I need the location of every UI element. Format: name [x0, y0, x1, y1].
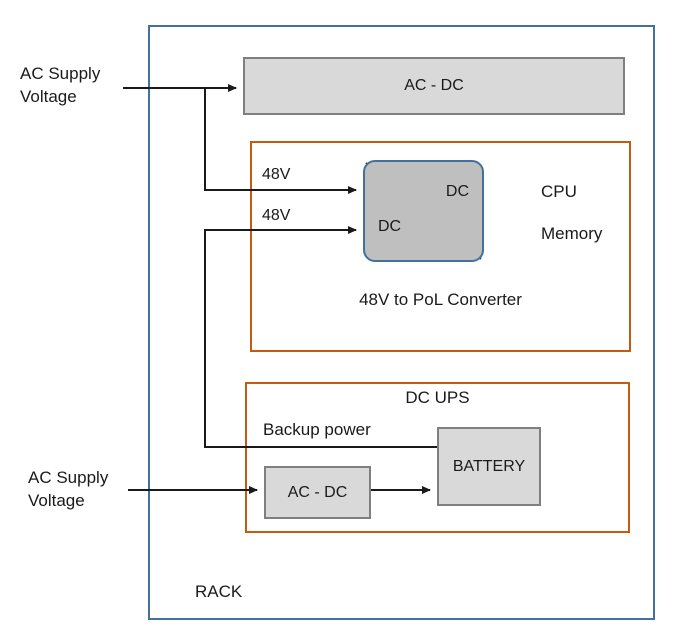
dc-dc-converter-block: DC DC — [363, 160, 484, 262]
rack-label: RACK — [195, 582, 243, 601]
ac-dc-main-label: AC - DC — [404, 77, 464, 94]
ac-supply-top-line1: AC Supply — [20, 64, 101, 83]
rack-frame — [148, 25, 655, 620]
ac-supply-bottom-line1: AC Supply — [28, 468, 109, 487]
ac-supply-top-line2: Voltage — [20, 87, 77, 106]
converter-dc-top-label: DC — [445, 183, 469, 200]
label-48v-bottom: 48V — [262, 207, 291, 224]
pol-converter-caption: 48V to PoL Converter — [359, 290, 522, 309]
ac-supply-voltage-top-label: AC Supply Voltage — [20, 62, 130, 108]
label-48v-top: 48V — [262, 166, 291, 183]
ac-supply-voltage-bottom-label: AC Supply Voltage — [28, 466, 138, 512]
cpu-label: CPU — [541, 182, 577, 201]
backup-power-label: Backup power — [263, 420, 371, 439]
battery-label: BATTERY — [452, 457, 526, 475]
ac-supply-bottom-line2: Voltage — [28, 491, 85, 510]
ups-ac-dc-label: AC - DC — [287, 483, 348, 501]
battery-box: BATTERY — [437, 427, 541, 506]
ac-dc-main-box: AC - DC — [243, 57, 625, 115]
ups-ac-dc-box: AC - DC — [264, 466, 371, 519]
dc-ups-title: DC UPS — [405, 388, 470, 407]
dc-ups-section — [245, 382, 630, 533]
memory-label: Memory — [541, 224, 603, 243]
converter-dc-bottom-label: DC — [378, 218, 402, 235]
